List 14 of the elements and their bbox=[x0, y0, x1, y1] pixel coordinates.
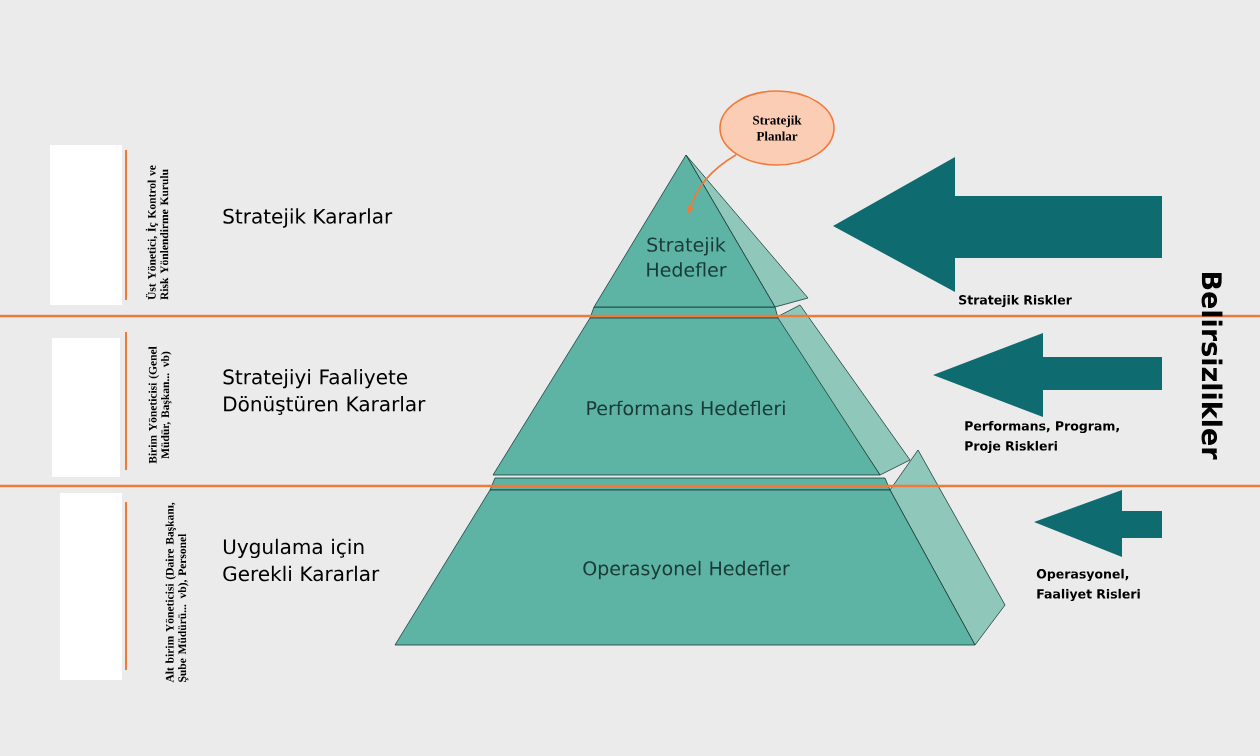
risk-label: Operasyonel, Faaliyet Risleri bbox=[1036, 568, 1140, 602]
role-label: Birim Yöneticisi (Genel Müdür, Başkan... vb) bbox=[148, 346, 172, 464]
decision-label: Uygulama için Gerekli Kararlar bbox=[223, 538, 380, 582]
role-label: Üst Yönetici, İç Kontrol ve Risk Yönlendirme Kurulu bbox=[145, 165, 169, 300]
pyramid-tier-label: Performans Hedefleri bbox=[587, 400, 785, 416]
pyramid-tier-label: Operasyonel Hedefler bbox=[583, 560, 790, 580]
decision-label: Stratejik Kararlar bbox=[223, 208, 393, 228]
decision-label: Stratejiyi Faaliyete Dönüştüren Kararlar bbox=[223, 369, 426, 416]
risk-label: Stratejik Riskler bbox=[959, 294, 1072, 308]
risk-label: Performans, Program, Proje Riskleri bbox=[965, 420, 1119, 454]
role-label: Alt birim Yöneticisi (Daire Başkanı, Şube Müdürü... vb), Personel bbox=[165, 502, 189, 683]
ellipse-callout: Stratejik Planlar bbox=[719, 90, 835, 166]
vertical-title: Belirsizlikler bbox=[1201, 272, 1223, 460]
pyramid-tier-label: Stratejik Hedefler bbox=[647, 237, 727, 277]
